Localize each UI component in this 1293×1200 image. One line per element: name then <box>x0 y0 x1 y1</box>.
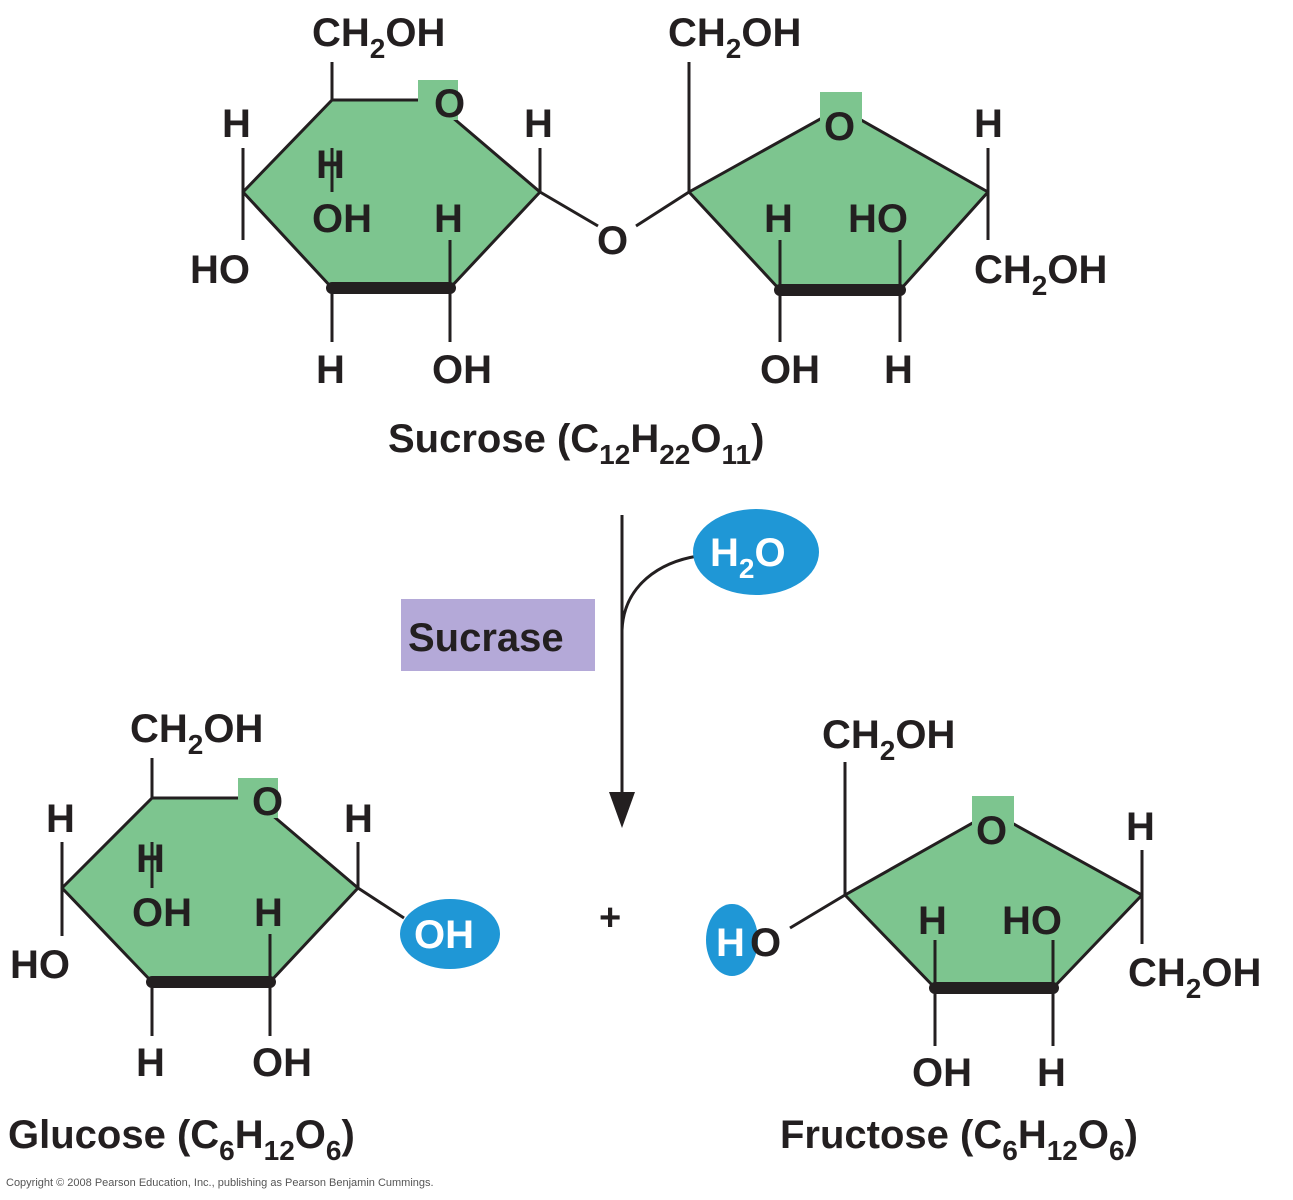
sucrose-glucose-ring-o: O <box>434 82 465 126</box>
glucose-ring <box>60 796 360 984</box>
fructose-h-bottom: H <box>1037 1051 1066 1095</box>
fructose-ring-o: O <box>976 809 1007 853</box>
sucrose-fructose-oh-bottom: OH <box>760 348 820 392</box>
sucrose-glucose-h-inner: H <box>316 143 345 187</box>
fructose-oh-bottom: OH <box>912 1051 972 1095</box>
fructose-h-highlight: H <box>716 921 745 965</box>
sucrose-glucose-bonds <box>241 62 599 342</box>
reaction-arrow-head <box>609 792 635 828</box>
sucrose-fructose-h-inner: H <box>764 197 793 241</box>
glucose-oh-inner: OH <box>132 891 192 935</box>
glucose-h-bottom: H <box>136 1041 165 1085</box>
glucose-h-inner: H <box>136 837 165 881</box>
fructose-caption: Fructose (C6H12O6) <box>780 1113 1138 1166</box>
enzyme-label: Sucrase <box>408 616 564 660</box>
glucose-bonds <box>60 758 405 1036</box>
water-badge <box>693 509 819 595</box>
sucrose-glucose-oh-bottom: OH <box>432 348 492 392</box>
sucrose-glucose-h-left-top: H <box>222 102 251 146</box>
fructose-ring <box>843 810 1144 990</box>
fructose-ch2oh-top: CH2OH <box>822 713 955 766</box>
fructose-bonds <box>789 762 1144 1046</box>
sucrose-fructose-ch2oh-right: CH2OH <box>974 248 1107 301</box>
sucrose-fructose-ho-inner: HO <box>848 197 908 241</box>
copyright-notice: Copyright © 2008 Pearson Education, Inc.… <box>6 1177 434 1189</box>
sucrose-molecule: O CH2OH H H OH H H HO H OH O CH2OH O H H… <box>190 11 1107 470</box>
glucose-ho-left: HO <box>10 943 70 987</box>
glucose-h-right: H <box>344 797 373 841</box>
glucose-ring-o: O <box>252 780 283 824</box>
glucose-ch2oh: CH2OH <box>130 707 263 760</box>
fructose-h-inner: H <box>918 899 947 943</box>
enzyme-box <box>401 599 595 671</box>
sucrose-fructose-ch2oh-top: CH2OH <box>668 11 801 64</box>
glucose-h-inner-right: H <box>254 891 283 935</box>
fructose-h-right: H <box>1126 805 1155 849</box>
sucrose-glucose-h-right: H <box>524 102 553 146</box>
fructose-h-highlight-badge <box>706 904 758 976</box>
glucose-h-left-top: H <box>46 797 75 841</box>
sucrose-fructose-ring <box>687 106 990 292</box>
sucrose-glucose-oh-inner: OH <box>312 197 372 241</box>
sucrose-glucose-ho-left: HO <box>190 248 250 292</box>
sucrose-fructose-h-bottom: H <box>884 348 913 392</box>
fructose-ho-inner: HO <box>1002 899 1062 943</box>
glucose-oh-highlight: OH <box>414 913 474 957</box>
sucrose-fructose-h-right: H <box>974 102 1003 146</box>
sucrose-glucose-h-bottom: H <box>316 348 345 392</box>
water-label: H2O <box>710 531 786 584</box>
water-entry-curve <box>620 554 699 631</box>
reaction-arrow-group: H2O Sucrase + <box>401 509 819 939</box>
plus-sign: + <box>599 897 621 939</box>
glucose-molecule: O CH2OH H H OH H H OH HO H OH Glucose (C… <box>8 707 500 1166</box>
glucose-oh-bottom: OH <box>252 1041 312 1085</box>
sucrose-glucose-h-inner-right: H <box>434 197 463 241</box>
sucrose-glucose-ring <box>241 98 542 290</box>
glycosidic-bridge-o: O <box>597 219 628 263</box>
fructose-o-left: O <box>750 921 781 965</box>
fructose-molecule: CH2OH O H H O H HO CH2OH OH H Fructose (… <box>706 713 1261 1166</box>
fructose-ch2oh-right: CH2OH <box>1128 951 1261 1004</box>
sucrose-fructose-ring-o: O <box>824 105 855 149</box>
sucrose-caption: Sucrose (C12H22O11) <box>388 417 764 470</box>
glucose-caption: Glucose (C6H12O6) <box>8 1113 355 1166</box>
sucrose-glucose-ch2oh: CH2OH <box>312 11 445 64</box>
sucrose-fructose-bonds <box>635 62 990 342</box>
glucose-oh-highlight-badge <box>400 899 500 969</box>
